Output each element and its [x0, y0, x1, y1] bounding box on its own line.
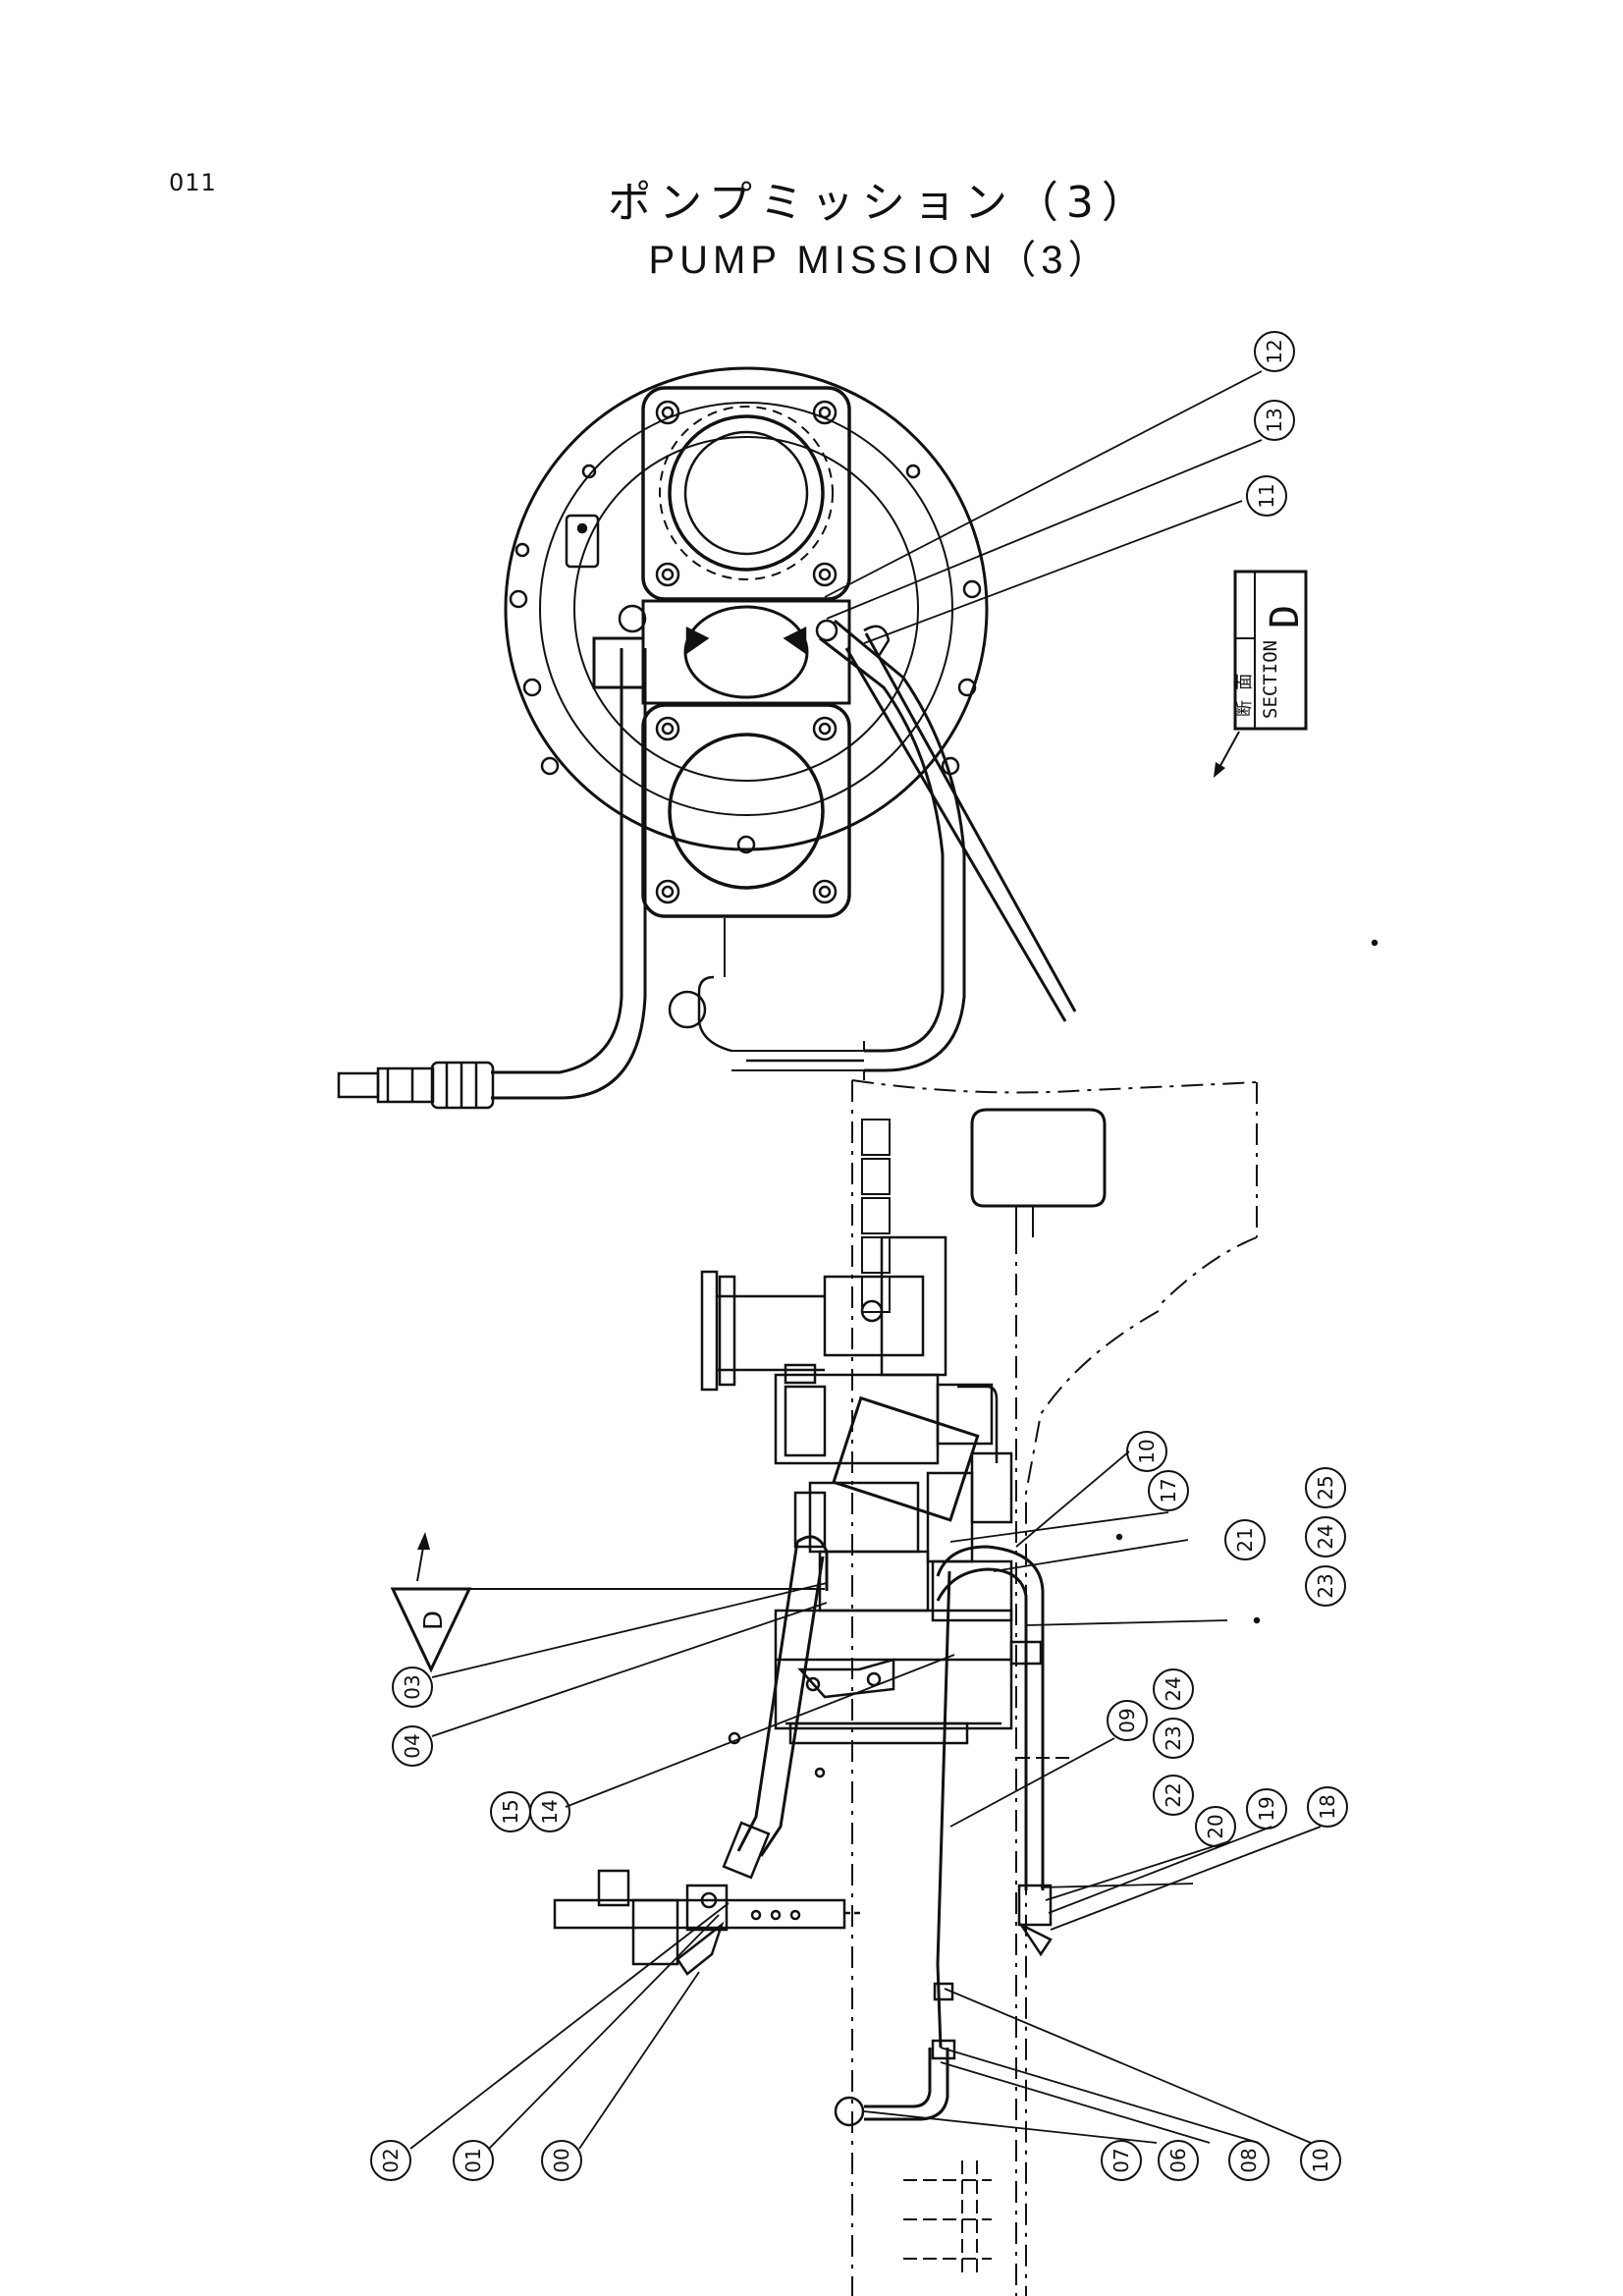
svg-text:17: 17 [1157, 1478, 1180, 1503]
svg-text:22: 22 [1162, 1782, 1185, 1807]
svg-text:23: 23 [1162, 1725, 1185, 1750]
svg-text:09: 09 [1115, 1708, 1139, 1732]
svg-text:21: 21 [1233, 1527, 1257, 1552]
callout-10-lower: 10 [1300, 2140, 1341, 2181]
svg-text:15: 15 [499, 1799, 522, 1824]
svg-text:02: 02 [379, 2148, 403, 2172]
svg-text:10: 10 [1135, 1439, 1159, 1463]
svg-text:01: 01 [461, 2148, 485, 2172]
svg-text:10: 10 [1309, 2148, 1332, 2172]
callout-10-upper: 10 [1126, 1431, 1167, 1472]
callout-07: 07 [1101, 2140, 1142, 2181]
title-japanese: ポンプミッション（3） [608, 178, 1153, 228]
svg-text:24: 24 [1162, 1676, 1185, 1701]
callout-11: 11 [1246, 475, 1287, 517]
svg-text:25: 25 [1314, 1475, 1337, 1500]
svg-text:06: 06 [1166, 2148, 1190, 2172]
section-label-letter: D [1263, 605, 1308, 629]
svg-text:20: 20 [1204, 1814, 1227, 1838]
callout-15: 15 [490, 1791, 531, 1832]
svg-text:13: 13 [1263, 408, 1286, 432]
callout-03: 03 [392, 1667, 433, 1708]
svg-text:23: 23 [1314, 1573, 1337, 1598]
callout-04: 04 [392, 1725, 433, 1767]
callout-00: 00 [541, 2140, 582, 2181]
callout-25: 25 [1305, 1467, 1346, 1508]
view-marker-letter: D [419, 1611, 449, 1630]
svg-text:07: 07 [1109, 2148, 1133, 2172]
callouts: 12 13 11 10 17 25 24 21 23 24 23 09 22 2… [370, 331, 1348, 2181]
callout-19: 19 [1246, 1788, 1287, 1830]
svg-text:03: 03 [401, 1674, 424, 1699]
svg-text:04: 04 [401, 1733, 424, 1758]
callout-08: 08 [1228, 2140, 1270, 2181]
svg-text:08: 08 [1237, 2148, 1261, 2172]
callout-17: 17 [1148, 1470, 1189, 1511]
callout-09: 09 [1107, 1700, 1148, 1741]
section-d-indicator: 断 面 SECTION D [1214, 570, 1308, 778]
callout-18: 18 [1307, 1786, 1348, 1828]
svg-text:00: 00 [550, 2148, 573, 2172]
title-english: PUMP MISSION（3） [648, 239, 1112, 282]
section-label-jp: 断 面 [1235, 674, 1255, 717]
leader-lines [409, 370, 1322, 2150]
page-number: 011 [169, 169, 217, 196]
pump-top-view [337, 366, 1077, 1110]
svg-text:12: 12 [1263, 339, 1286, 363]
svg-text:14: 14 [538, 1799, 562, 1824]
callout-23-lower: 23 [1153, 1718, 1194, 1759]
svg-text:19: 19 [1255, 1796, 1278, 1821]
frame-side-view [553, 939, 1379, 2296]
callout-06: 06 [1158, 2140, 1199, 2181]
svg-text:11: 11 [1255, 483, 1278, 508]
callout-01: 01 [453, 2140, 494, 2181]
callout-20: 20 [1195, 1806, 1236, 1847]
callout-12: 12 [1254, 331, 1295, 372]
svg-text:18: 18 [1316, 1794, 1339, 1819]
callout-21: 21 [1224, 1519, 1266, 1560]
callout-22: 22 [1153, 1775, 1194, 1816]
callout-13: 13 [1254, 400, 1295, 441]
callout-02: 02 [370, 2140, 411, 2181]
section-label-en: SECTION [1260, 640, 1281, 719]
callout-23-upper: 23 [1305, 1565, 1346, 1607]
svg-text:24: 24 [1314, 1524, 1337, 1549]
callout-24-lower: 24 [1153, 1668, 1194, 1710]
callout-14: 14 [529, 1791, 570, 1832]
callout-24-upper: 24 [1305, 1516, 1346, 1558]
view-marker-d: D [390, 1532, 825, 1673]
